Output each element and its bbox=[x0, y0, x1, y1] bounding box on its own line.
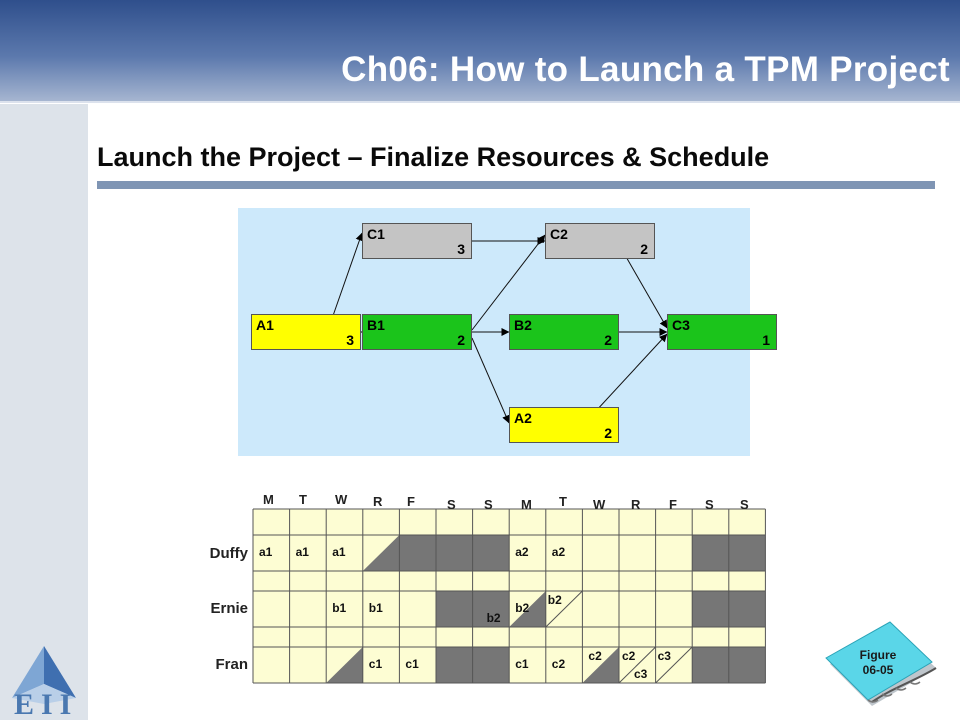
node-duration: 1 bbox=[762, 332, 770, 348]
network-edges bbox=[327, 232, 668, 426]
schedule-cell bbox=[472, 535, 510, 571]
schedule-cell bbox=[728, 591, 766, 627]
node-id: C3 bbox=[672, 317, 690, 333]
node-a1: A1 3 bbox=[251, 314, 361, 350]
task-label: b2 bbox=[547, 593, 562, 607]
day-header: T bbox=[299, 492, 307, 507]
task-label: a1 bbox=[295, 545, 309, 559]
node-id: A2 bbox=[514, 410, 532, 426]
figure-label-line1: Figure bbox=[859, 648, 897, 662]
resource-name: Duffy bbox=[209, 545, 248, 562]
task-label: c1 bbox=[515, 657, 529, 671]
schedule-cell bbox=[472, 591, 510, 627]
schedule-cell bbox=[436, 535, 473, 571]
node-id: C1 bbox=[367, 226, 385, 242]
task-label: b1 bbox=[368, 601, 383, 615]
resource-name: Fran bbox=[215, 656, 248, 673]
task-label: c2 bbox=[551, 657, 566, 671]
schedule-cell bbox=[692, 591, 729, 627]
day-header: S bbox=[484, 497, 493, 512]
header-banner bbox=[0, 0, 960, 103]
task-label: b2 bbox=[515, 601, 530, 615]
edge-b1-c2 bbox=[471, 234, 546, 331]
header-divider bbox=[0, 101, 960, 104]
node-id: A1 bbox=[256, 317, 274, 333]
node-id: B2 bbox=[514, 317, 532, 333]
day-header: F bbox=[669, 497, 677, 512]
task-label: a2 bbox=[551, 545, 566, 559]
resource-name: Ernie bbox=[210, 600, 248, 617]
day-header: R bbox=[373, 494, 383, 509]
eii-logo-icon bbox=[12, 646, 76, 704]
task-label: c2 bbox=[588, 649, 602, 663]
edge-a1-c1 bbox=[327, 232, 364, 331]
logo-wordmark: EII bbox=[14, 688, 79, 721]
schedule-cell bbox=[436, 647, 473, 683]
slide-title: Launch the Project – Finalize Resources … bbox=[97, 142, 770, 172]
node-b1: B1 2 bbox=[362, 314, 472, 350]
split-cell-line bbox=[618, 646, 656, 684]
task-label: b2 bbox=[486, 611, 501, 625]
schedule-cell bbox=[692, 647, 729, 683]
node-duration: 2 bbox=[457, 332, 465, 348]
task-label: b1 bbox=[332, 601, 347, 615]
partial-blocked-cell bbox=[509, 591, 546, 627]
node-b2: B2 2 bbox=[509, 314, 619, 350]
schedule-cell bbox=[399, 535, 436, 571]
task-label: c3 bbox=[657, 649, 671, 663]
node-c2: C2 2 bbox=[545, 223, 655, 259]
day-header: F bbox=[407, 494, 415, 509]
edge-b1-a2 bbox=[471, 337, 510, 424]
schedule-cell bbox=[728, 535, 766, 571]
schedule-cell bbox=[436, 591, 473, 627]
day-header: M bbox=[263, 492, 274, 507]
day-header: W bbox=[593, 497, 606, 512]
node-c3: C3 1 bbox=[667, 314, 777, 350]
left-sidebar-strip bbox=[0, 104, 88, 720]
figure-label-line2: 06-05 bbox=[862, 663, 894, 677]
deck-title: Ch06: How to Launch a TPM Project bbox=[341, 50, 950, 89]
task-label: a1 bbox=[259, 545, 273, 559]
day-header: S bbox=[740, 497, 749, 512]
node-duration: 2 bbox=[604, 425, 612, 441]
node-duration: 2 bbox=[640, 241, 648, 257]
day-header: R bbox=[631, 497, 641, 512]
day-header: W bbox=[335, 492, 348, 507]
day-header: S bbox=[705, 497, 714, 512]
title-underline bbox=[97, 181, 935, 189]
edge-c2-c3 bbox=[620, 247, 668, 329]
schedule-cell bbox=[728, 647, 766, 683]
split-cell-line bbox=[545, 590, 583, 628]
schedule-cell bbox=[692, 535, 729, 571]
task-label: c1 bbox=[405, 657, 419, 671]
schedule-cell bbox=[472, 647, 510, 683]
partial-blocked-cell bbox=[326, 647, 363, 683]
node-duration: 3 bbox=[457, 241, 465, 257]
node-c1: C1 3 bbox=[362, 223, 472, 259]
node-duration: 3 bbox=[346, 332, 354, 348]
task-label: a1 bbox=[332, 545, 346, 559]
partial-blocked-cell bbox=[362, 535, 400, 571]
day-header: S bbox=[447, 497, 456, 512]
node-id: C2 bbox=[550, 226, 568, 242]
task-label: c2 bbox=[622, 649, 636, 663]
node-duration: 2 bbox=[604, 332, 612, 348]
task-label: a2 bbox=[515, 545, 529, 559]
network-diagram: C1 3 C2 2 A1 3 B1 2 B2 2 C3 1 A2 2 bbox=[238, 208, 777, 456]
task-label: c3 bbox=[634, 667, 648, 681]
figure-label: Figure 06-05 bbox=[848, 648, 908, 678]
day-header: M bbox=[521, 497, 532, 512]
partial-blocked-cell bbox=[582, 647, 619, 683]
split-cell-line bbox=[655, 646, 693, 684]
day-header: T bbox=[559, 494, 567, 509]
figure-notebook-icon bbox=[825, 621, 937, 706]
node-id: B1 bbox=[367, 317, 385, 333]
node-a2: A2 2 bbox=[509, 407, 619, 443]
task-label: c1 bbox=[368, 657, 383, 671]
